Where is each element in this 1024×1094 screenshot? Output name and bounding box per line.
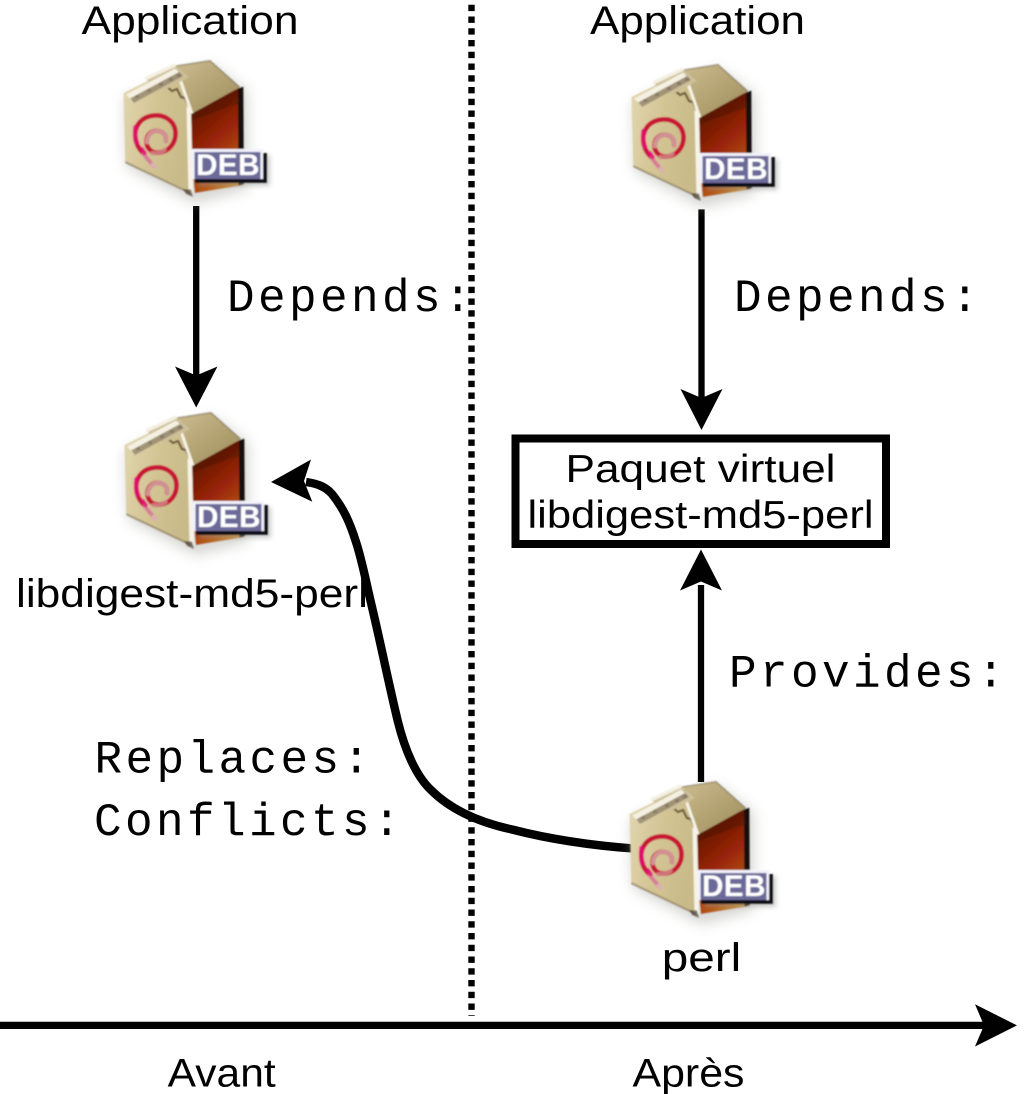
svg-text:libdigest-md5-perl: libdigest-md5-perl <box>16 572 368 616</box>
svg-text:perl: perl <box>662 936 742 980</box>
svg-text:Depends:: Depends: <box>734 273 982 325</box>
svg-text:Depends:: Depends: <box>227 273 475 325</box>
svg-text:Paquet virtuel: Paquet virtuel <box>566 448 836 491</box>
svg-text:Avant: Avant <box>168 1052 276 1094</box>
svg-text:Après: Après <box>633 1052 745 1094</box>
svg-text:Application: Application <box>82 0 299 43</box>
svg-text:Replaces:: Replaces: <box>95 735 374 787</box>
svg-text:Provides:: Provides: <box>729 648 1008 700</box>
svg-text:Application: Application <box>590 0 805 43</box>
svg-text:Conflicts:: Conflicts: <box>94 797 404 849</box>
svg-text:libdigest-md5-perl: libdigest-md5-perl <box>528 494 874 537</box>
